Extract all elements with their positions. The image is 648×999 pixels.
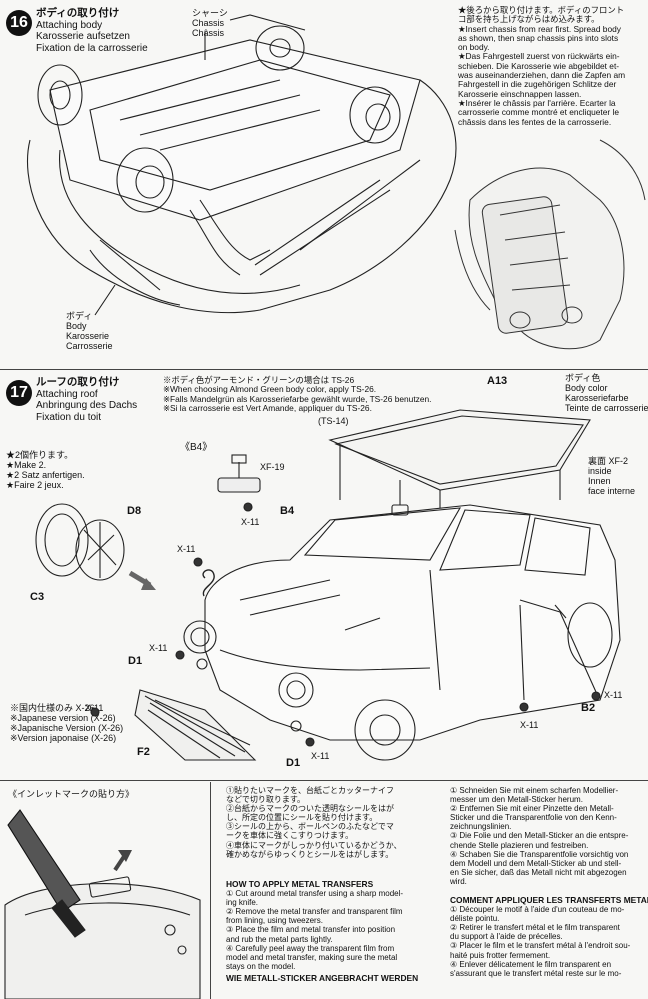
divider-17-transfers <box>0 780 648 781</box>
step-16-title-fr: Fixation de la carrosserie <box>36 42 148 54</box>
part-d8: D8 <box>127 505 142 517</box>
body-color-note: ボディ色 Body color Karosseriefarbe Teinte d… <box>565 373 648 413</box>
step-17-title-de: Anbringung des Dachs <box>36 400 138 411</box>
step-17-title-fr: Fixation du toit <box>36 411 102 423</box>
japanese-version-note: ※国内仕様のみ X-26 ※Japanese version (X-26) ※J… <box>10 703 124 743</box>
step-17-title-en: Attaching roof <box>36 388 98 400</box>
step-16-title-de: Karosserie aufsetzen <box>36 31 130 42</box>
x11-label-left: X-11 <box>149 643 168 653</box>
transfer-de-steps: ① Schneiden Sie mit einem scharfen Model… <box>450 786 629 886</box>
part-b2: B2 <box>581 702 596 714</box>
part-b4: B4 <box>280 505 295 517</box>
transfer-en-steps: HOW TO APPLY METAL TRANSFERS ① Cut aroun… <box>226 879 419 983</box>
step-16-title: ボディの取り付け Attaching body Karosserie aufse… <box>36 7 148 54</box>
step-17-title: ルーフの取り付け Attaching roof Anbringung des D… <box>36 376 138 423</box>
step-16-title-jp: ボディの取り付け <box>36 7 120 19</box>
step-16-illustration <box>26 14 646 350</box>
x11-label-door: X-11 <box>520 720 539 730</box>
part-f2: F2 <box>137 746 150 758</box>
transfer-fr-steps: COMMENT APPLIQUER LES TRANSFERTS METAL ①… <box>450 895 648 978</box>
x11-label-top: X-11 <box>177 544 196 554</box>
step-16-title-en: Attaching body <box>36 19 103 31</box>
step-17-title-jp: ルーフの取り付け <box>36 376 120 388</box>
transfer-jp-steps: ①貼りたいマークを、台紙ごとカッターナイフ などで切り取ります。 ②台紙からマー… <box>226 786 402 859</box>
step-17-illustration <box>35 409 621 761</box>
body-label: ボディ Body Karosserie Carrosserie <box>66 311 113 351</box>
make-2-note: ★2個作ります。 ★Make 2. ★2 Satz anfertigen. ★F… <box>6 450 85 490</box>
color-notes: ※ボディ色がアーモンド・グリーンの場合は TS-26 ※When choosin… <box>163 375 432 413</box>
step-17-number: 17 <box>6 380 32 406</box>
x11-label-bottom: X-11 <box>311 751 330 761</box>
transfer-heading-jp: 《インレットマークの貼り方》 <box>8 789 135 799</box>
x11-label-right: X-11 <box>604 690 623 700</box>
ts14-label: (TS-14) <box>318 416 349 426</box>
xf19-label: XF-19 <box>260 462 285 472</box>
b4-box-label: 《B4》 <box>180 442 213 453</box>
part-c3: C3 <box>30 591 45 603</box>
divider-16-17 <box>0 369 648 370</box>
x11-label-b4: X-11 <box>241 517 260 527</box>
step-16-number: 16 <box>6 10 32 36</box>
chassis-label: シャーシ Chassis Châssis <box>192 8 228 38</box>
step-16-notes: ★後ろから取り付けます。ボディのフロント コ部を持ち上げながらはめ込みます。 ★… <box>458 5 626 127</box>
xf2-note: 裏面 XF-2 inside Innen face interne <box>588 456 636 496</box>
part-a13: A13 <box>487 375 508 387</box>
part-d1-bottom: D1 <box>286 757 301 769</box>
transfer-column-divider <box>210 782 211 999</box>
part-d1-left: D1 <box>128 655 143 667</box>
